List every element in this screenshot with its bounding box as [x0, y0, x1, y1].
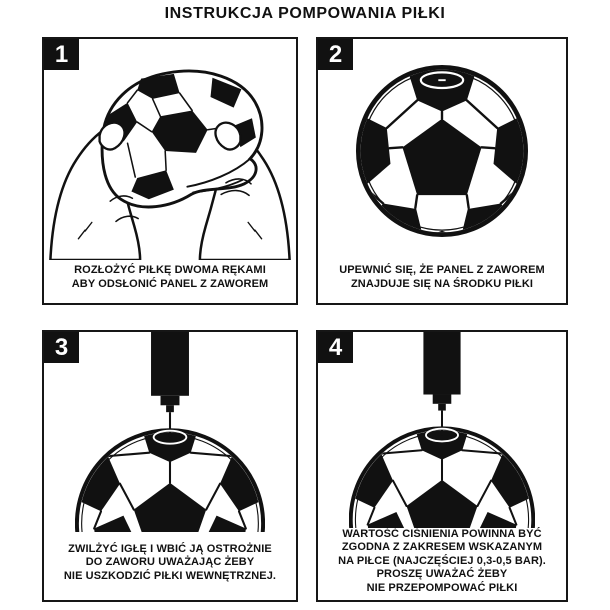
valve-icon: [152, 429, 188, 445]
step-number-badge: 3: [44, 332, 79, 363]
needle-in-ball-illustration: [349, 332, 535, 528]
finger-lines: [109, 178, 252, 223]
caption-line: DO ZAWORU UWAŻAJĄC ŻEBY: [85, 556, 255, 568]
step-number: 4: [328, 333, 343, 361]
step-number: 2: [328, 40, 343, 68]
hands-spreading-ball-illustration: [49, 69, 291, 260]
caption-line: ZWILŻYĆ IGŁĘ I WBIĆ JĄ OSTROŻNIE: [68, 542, 272, 555]
caption-line: NIE PRZEPOMPOWAĆ PIŁKI: [366, 581, 518, 594]
caption-line: ROZŁOŻYĆ PIŁKĘ DWOMA RĘKAMI: [74, 264, 266, 276]
caption-line: ABY ODSŁONIĆ PANEL Z ZAWOREM: [71, 277, 269, 290]
ball-pattern: [79, 432, 261, 532]
step-caption: UPEWNIĆ SIĘ, ŻE PANEL Z ZAWOREM ZNAJDUJE…: [320, 264, 564, 291]
step-number: 3: [54, 333, 69, 361]
caption-line: NIE USZKODZIĆ PIŁKI WEWNĘTRZNEJ.: [63, 569, 277, 582]
motion-ticks: [77, 221, 263, 240]
thumbs: [98, 121, 242, 151]
page-title: INSTRUKCJA POMPOWANIA PIŁKI: [164, 5, 446, 22]
step-number-badge: 1: [44, 39, 79, 70]
step-caption: WARTOŚĆ CIŚNIENIA POWINNA BYĆ ZGODNA Z Z…: [320, 528, 564, 596]
step-number: 1: [54, 40, 69, 68]
step-panel-1: 1: [42, 37, 298, 305]
caption-line: UPEWNIĆ SIĘ, ŻE PANEL Z ZAWOREM: [339, 264, 545, 276]
valve-icon: [425, 427, 459, 443]
step-panel-3: 3: [42, 330, 298, 602]
step-panel-4: 4: [316, 330, 568, 602]
step-number-badge: 2: [318, 39, 353, 70]
soccer-ball-illustration: [355, 64, 529, 238]
step-caption: ROZŁOŻYĆ PIŁKĘ DWOMA RĘKAMI ABY ODSŁONIĆ…: [46, 264, 294, 291]
caption-line: PROSZĘ UWAŻAĆ ŻEBY: [376, 568, 508, 580]
needle-in-ball-illustration: [75, 332, 265, 532]
caption-line: ZNAJDUJE SIĘ NA ŚRODKU PIŁKI: [350, 277, 534, 290]
valve-panel-patch: [407, 69, 477, 112]
caption-line: NA PIŁCE (NAJCZĘŚCIEJ 0,3-0,5 BAR).: [338, 554, 546, 567]
caption-line: WARTOŚĆ CIŚNIENIA POWINNA BYĆ: [342, 527, 542, 540]
caption-line: ZGODNA Z ZAKRESEM WSKAZANYM: [341, 541, 543, 553]
step-number-badge: 4: [318, 332, 353, 363]
pump-needle-icon: [151, 332, 189, 413]
pump-needle-icon: [423, 332, 461, 411]
valve-icon: [419, 71, 465, 90]
step-panel-2: 2: [316, 37, 568, 305]
step-caption: ZWILŻYĆ IGŁĘ I WBIĆ JĄ OSTROŻNIE DO ZAWO…: [46, 543, 294, 584]
deflated-ball: [100, 69, 264, 209]
fold-crease: [186, 157, 252, 194]
